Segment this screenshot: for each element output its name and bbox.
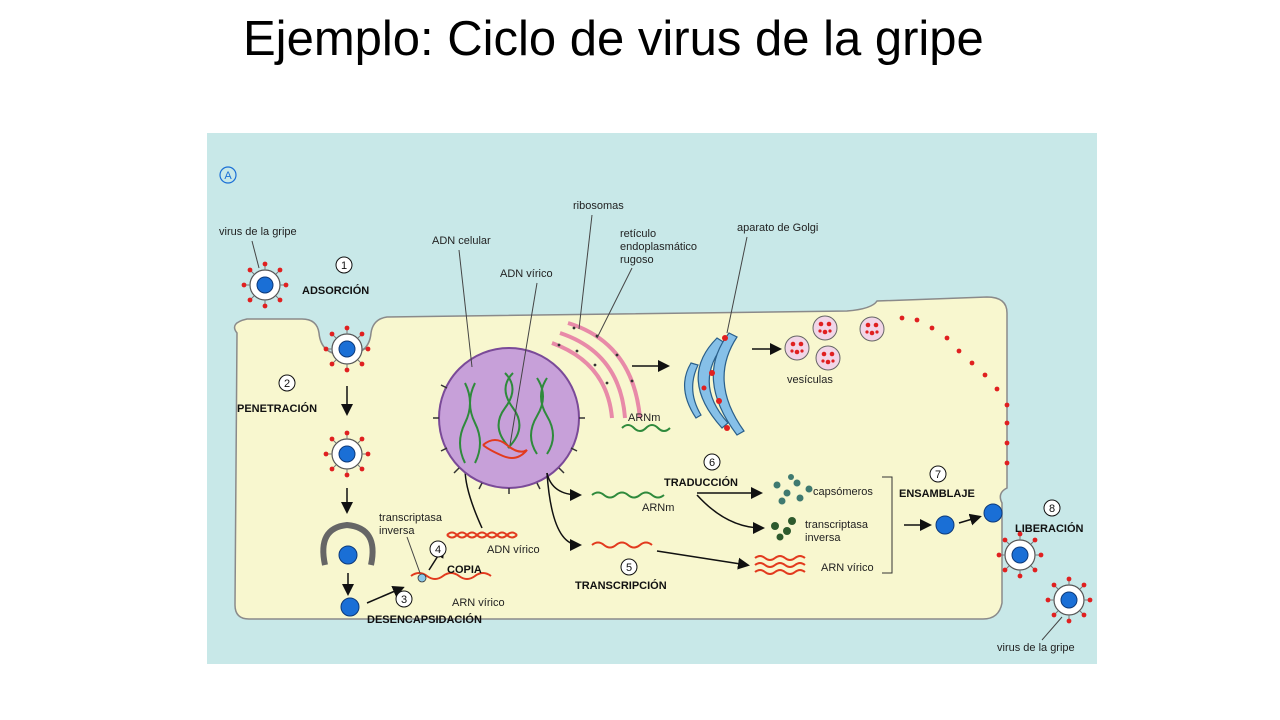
label-capsomeros: capsómeros <box>813 486 873 498</box>
step-number-2: 2 <box>284 378 290 390</box>
label-arnm-2: ARNm <box>642 502 674 514</box>
label-adn-celular: ADN celular <box>432 235 491 247</box>
assembled-core-2 <box>983 503 1003 523</box>
virus-endocytosed <box>323 430 371 478</box>
label-transcriptasa-right-2: inversa <box>805 532 841 544</box>
panel-marker-circle <box>219 166 237 184</box>
step-label-traduccion: TRADUCCIÓN <box>664 476 738 489</box>
label-vesiculas: vesículas <box>787 374 833 386</box>
label-transcriptasa-left-1: transcriptasa <box>379 512 443 524</box>
golgi-apparatus <box>684 332 745 436</box>
cell-nucleus <box>433 347 585 494</box>
step-number-5: 5 <box>626 562 632 574</box>
step-label-ensamblaje: ENSAMBLAJE <box>899 488 975 500</box>
vesicle-3 <box>815 345 841 371</box>
virus-released <box>1044 575 1094 625</box>
transcriptasa-cluster <box>771 517 796 541</box>
label-reticulo-3: rugoso <box>620 254 654 266</box>
vesicle-4 <box>859 316 885 342</box>
label-adn-virico: ADN vírico <box>500 268 553 280</box>
label-virus-bottom: virus de la gripe <box>997 642 1075 654</box>
step-label-adsorcion: ADSORCIÓN <box>302 284 369 297</box>
step-label-liberacion: LIBERACIÓN <box>1015 522 1084 535</box>
slide-title: Ejemplo: Ciclo de virus de la gripe <box>243 12 984 66</box>
label-arn-virico-right: ARN vírico <box>821 562 874 574</box>
step-label-penetracion: PENETRACIÓN <box>237 402 317 415</box>
panel-marker: A <box>224 170 232 182</box>
step-label-desencapsidacion: DESENCAPSIDACIÓN <box>367 613 482 626</box>
capsomeros-cluster <box>773 474 813 505</box>
label-reticulo-1: retículo <box>620 228 656 240</box>
virus-adsorbed <box>323 325 371 373</box>
label-virus-top: virus de la gripe <box>219 226 297 238</box>
step-number-1: 1 <box>341 260 347 272</box>
virus-cycle-figure: A virus de la gripe 1 ADSORCIÓN 2 PENETR… <box>207 133 1097 664</box>
step-number-4: 4 <box>435 544 441 556</box>
virus-budding <box>995 530 1045 580</box>
vesicle-1 <box>784 335 810 361</box>
virus-particle-free <box>241 261 289 309</box>
label-transcriptasa-left-2: inversa <box>379 525 415 537</box>
viral-core-uncoating <box>338 545 358 565</box>
membrane-viral-proteins <box>899 315 1010 466</box>
label-arn-virico-left: ARN vírico <box>452 597 505 609</box>
arn-virico-strands <box>754 555 806 575</box>
step-number-6: 6 <box>709 457 715 469</box>
cell-membrane <box>233 296 1008 620</box>
assembled-core-1 <box>935 515 955 535</box>
virus-cycle-diagram: A virus de la gripe 1 ADSORCIÓN 2 PENETR… <box>207 133 1097 664</box>
label-transcriptasa-right-1: transcriptasa <box>805 519 869 531</box>
rough-endoplasmic-reticulum <box>551 321 642 419</box>
label-adn-virico-copy: ADN vírico <box>487 544 540 556</box>
step-number-3: 3 <box>401 594 407 606</box>
label-reticulo-2: endoplasmático <box>620 241 697 253</box>
label-arnm-1: ARNm <box>628 412 660 424</box>
label-golgi: aparato de Golgi <box>737 222 818 234</box>
step-number-8: 8 <box>1049 503 1055 515</box>
vesicle-2 <box>812 315 838 341</box>
step-label-transcripcion: TRANSCRIPCIÓN <box>575 579 667 592</box>
step-number-7: 7 <box>935 469 941 481</box>
step-label-copia: COPIA <box>447 564 482 576</box>
viral-core-released <box>340 597 360 617</box>
label-ribosomas: ribosomas <box>573 200 624 212</box>
